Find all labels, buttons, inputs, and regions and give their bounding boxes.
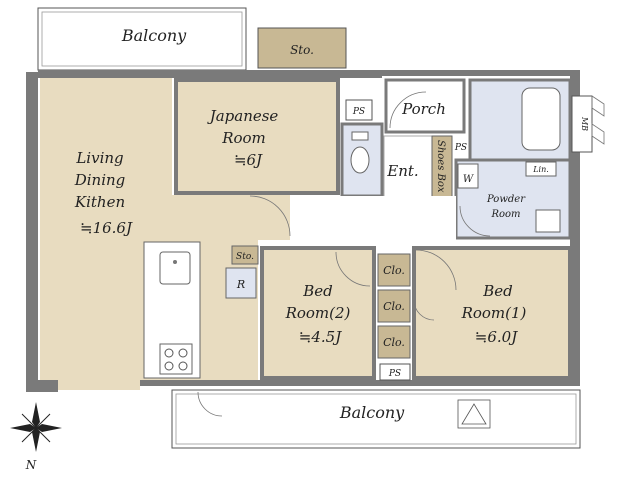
ps-box-bottom — [379, 363, 411, 381]
balcony-bottom — [171, 389, 581, 449]
linen-box — [525, 161, 557, 177]
storage-top-label: Sto. — [290, 43, 314, 57]
bed-room-1-floor — [412, 246, 572, 380]
japanese-room-floor — [174, 78, 340, 195]
closet-2-label: Clo. — [383, 300, 405, 313]
ps-bottom-label: PS — [388, 369, 401, 379]
closet-1 — [377, 253, 411, 287]
closet-3-label: Clo. — [383, 336, 405, 349]
closet-1-label: Clo. — [383, 264, 405, 277]
washer — [457, 163, 479, 189]
sink — [159, 251, 191, 285]
closet-2 — [377, 289, 411, 323]
powder-room-label-2: Room — [490, 209, 520, 220]
refrigerator-box — [225, 267, 257, 299]
balcony-top-label: Balcony — [121, 26, 187, 45]
powder-room-label-1: Powder — [486, 194, 526, 205]
w-label: W — [463, 174, 474, 185]
bed-room-2-label-2: Room(2) — [285, 304, 351, 322]
bed-room-1-label-3: ≒6.0J — [475, 328, 518, 346]
storage-small-label: Sto. — [236, 252, 254, 262]
bathtub — [521, 87, 561, 151]
shoes-box-label: Shoes Box — [435, 140, 446, 193]
wash-basin — [535, 209, 561, 233]
linen-label: Lin. — [532, 165, 549, 174]
japanese-room-label-2: Room — [221, 129, 266, 147]
porch-area — [384, 78, 466, 134]
hatch-triangle — [461, 403, 487, 425]
refrigerator-label: R — [236, 278, 245, 291]
closet-3 — [377, 325, 411, 359]
ps-mid-label: PS — [454, 143, 467, 153]
bed-room-2-label-3: ≒4.5J — [299, 328, 342, 346]
compass-rose — [10, 402, 62, 452]
balcony-bottom-label: Balcony — [339, 403, 405, 422]
mb-label: MB — [580, 116, 589, 131]
ps-top-label: PS — [352, 107, 365, 117]
ldk-label-1: Living — [75, 149, 123, 167]
japanese-room-label-1: Japanese — [207, 107, 279, 125]
storage-small — [231, 245, 259, 265]
storage-top — [257, 27, 347, 69]
ldk-label-2: Dining — [74, 171, 126, 189]
ldk-floor — [40, 78, 290, 390]
bed-room-2-label-1: Bed — [302, 282, 333, 300]
bed-room-1-label-2: Room(1) — [461, 304, 527, 322]
bed-room-2-floor — [260, 246, 376, 380]
balcony-top — [37, 7, 247, 71]
japanese-room-label-3: ≒6J — [234, 151, 263, 169]
stove — [159, 343, 193, 375]
ps-box-top — [345, 99, 373, 121]
ldk-label-3: Kithen — [74, 193, 125, 211]
ldk-label-4: ≒16.6J — [80, 219, 133, 237]
hallway — [292, 196, 456, 242]
entrance-label: Ent. — [386, 162, 418, 180]
porch-label: Porch — [401, 100, 446, 118]
compass-north-label: N — [25, 458, 37, 472]
bed-room-1-label-1: Bed — [482, 282, 513, 300]
